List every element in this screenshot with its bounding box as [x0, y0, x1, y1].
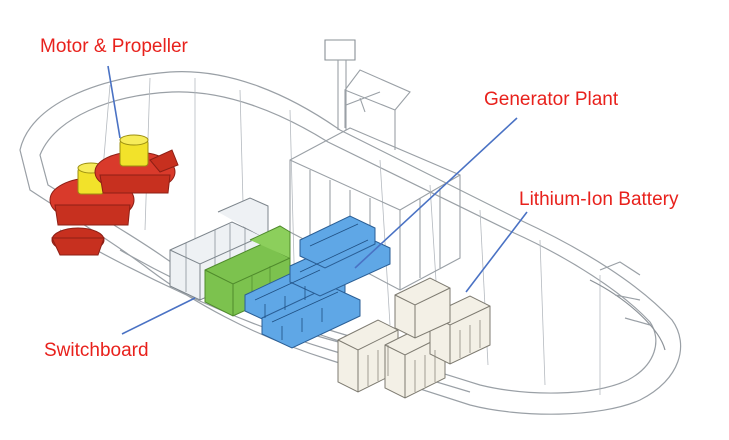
motor-propeller-unit	[49, 134, 179, 256]
generator-set	[244, 215, 391, 349]
leader-lines	[107, 65, 528, 335]
label-generator-plant: Generator Plant	[484, 89, 619, 110]
label-switchboard: Switchboard	[44, 340, 149, 361]
label-motor-propeller: Motor & Propeller	[40, 36, 188, 57]
label-lithium-ion-battery: Lithium-Ion Battery	[519, 189, 679, 210]
battery-rack	[337, 277, 491, 399]
